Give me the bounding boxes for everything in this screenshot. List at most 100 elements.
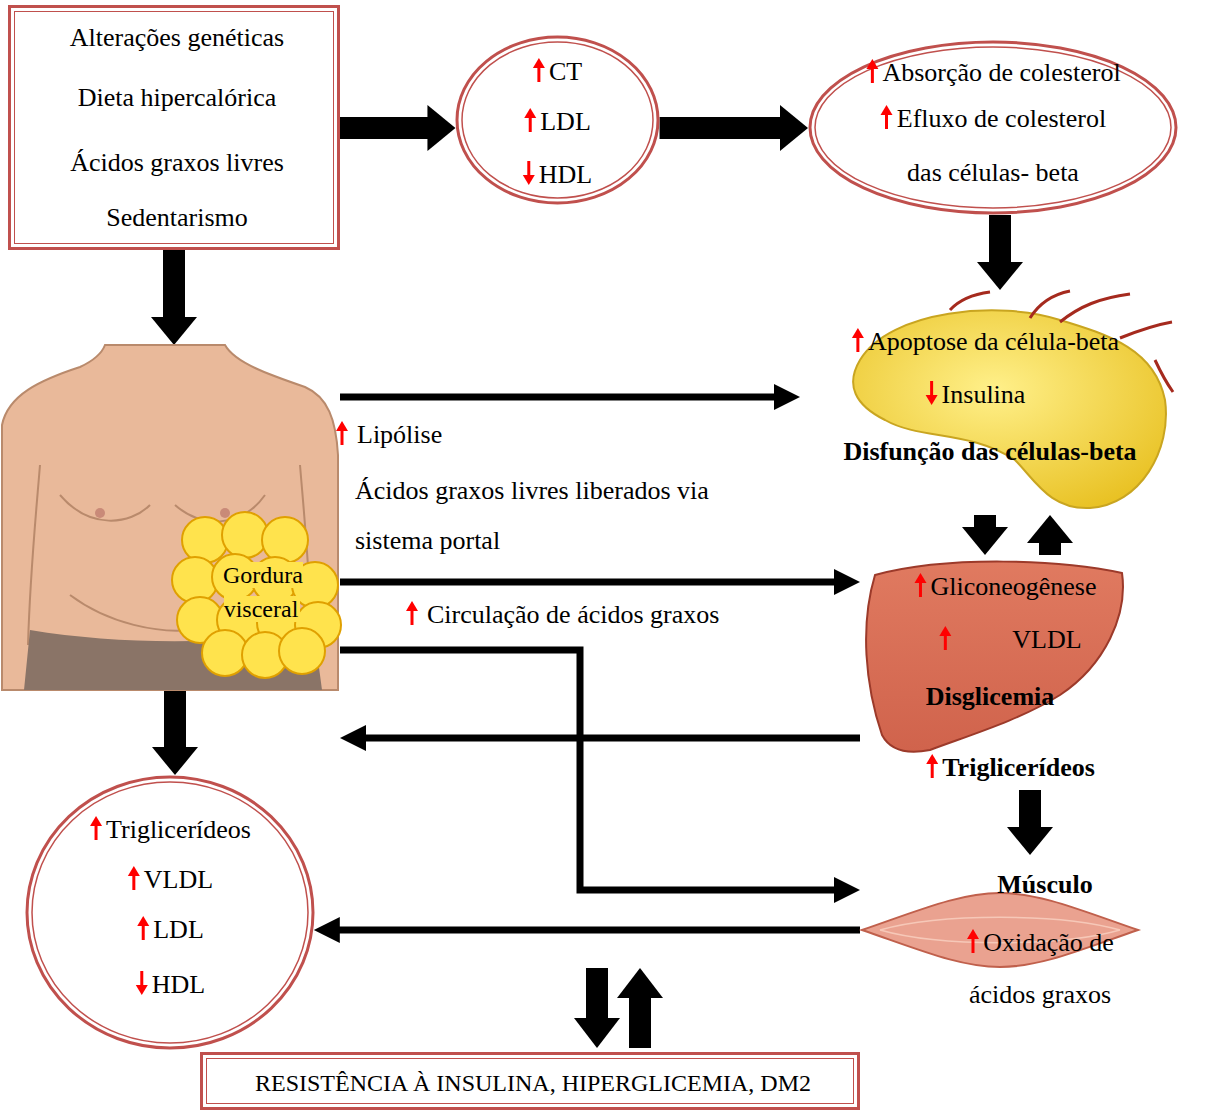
- connector-arrow: [340, 650, 860, 903]
- connector-line: [660, 117, 782, 139]
- text: Alterações genéticas: [70, 23, 284, 52]
- increase-arrow: [851, 328, 865, 352]
- node-text: Dieta hipercalórica: [78, 83, 277, 113]
- pancreas-figure: Apoptose da célula-betaInsulinaDisfunção…: [800, 290, 1175, 515]
- arrowhead: [1027, 515, 1073, 543]
- connector-line: [1019, 790, 1041, 829]
- edge-label: Circulação de ácidos graxos: [405, 600, 719, 630]
- connector-line: [364, 735, 860, 742]
- edge-label: Lipólise: [335, 420, 442, 450]
- connector-arrow: [314, 917, 860, 943]
- text: Efluxo de colesterol das células- beta: [897, 104, 1106, 187]
- node-text: Disfunção das células-beta: [843, 437, 1136, 467]
- connector-line: [340, 394, 776, 401]
- text: Triglicerídeos: [106, 815, 251, 844]
- node-text: HDL: [135, 970, 205, 1000]
- increase-arrow: [532, 58, 546, 82]
- connector-line: [340, 650, 836, 890]
- text: Disfunção das células-beta: [843, 437, 1136, 466]
- arrowhead: [152, 747, 198, 775]
- connector-line: [974, 515, 996, 529]
- node-text: HDL: [522, 160, 592, 190]
- connector-line: [164, 690, 186, 749]
- lipid-ellipse: CT LDL HDL: [455, 35, 660, 205]
- connector-arrow: [962, 515, 1008, 555]
- node-text: Gordura visceral: [206, 558, 318, 626]
- text: Absorção de colesterol: [882, 58, 1120, 87]
- person-figure: Gordura visceral: [0, 345, 340, 690]
- increase-arrow: [335, 421, 349, 445]
- text: RESISTÊNCIA À INSULINA, HIPERGLICEMIA, D…: [255, 1070, 811, 1096]
- increase-arrow: [405, 601, 419, 625]
- node-text: Triglicerídeos: [925, 753, 1095, 783]
- connector-arrow: [340, 384, 800, 410]
- connector-arrow: [151, 250, 197, 345]
- increase-arrow: [938, 626, 952, 650]
- arrowhead: [774, 384, 800, 410]
- arrowhead: [780, 105, 808, 151]
- increase-arrow: [127, 866, 141, 890]
- connector-line: [338, 927, 860, 934]
- text: CT: [549, 57, 582, 86]
- text: Gordura visceral: [221, 562, 303, 622]
- connector-line: [989, 215, 1011, 264]
- text: Gliconeogênese: [930, 572, 1096, 601]
- connector-arrow: [152, 690, 198, 775]
- increase-arrow: [880, 105, 894, 129]
- lipid-ellipse: TriglicerídeosVLDL LDL HDL: [25, 775, 315, 1050]
- connector-arrow: [977, 215, 1023, 290]
- node-text: Oxidação de ácidos graxos: [945, 917, 1135, 1021]
- node-text: VLDL: [127, 865, 213, 895]
- increase-arrow: [913, 573, 927, 597]
- connector-arrow: [340, 105, 455, 151]
- text: Disglicemia: [926, 682, 1055, 711]
- node-text: Insulina: [925, 380, 1026, 410]
- increase-arrow: [136, 916, 150, 940]
- decrease-arrow: [522, 161, 536, 185]
- node-text: Gliconeogênese: [913, 572, 1096, 602]
- arrowhead: [340, 725, 366, 751]
- node-text: LDL: [523, 107, 591, 137]
- connector-line: [163, 250, 185, 319]
- cholesterol-ellipse: Absorção de colesterolEfluxo de colester…: [808, 40, 1178, 215]
- decrease-arrow: [135, 971, 149, 995]
- connector-line: [340, 579, 836, 586]
- edge-label: Ácidos graxos livres liberados via siste…: [355, 466, 755, 566]
- text: Oxidação de ácidos graxos: [969, 928, 1114, 1009]
- connector-arrow: [340, 569, 860, 595]
- node-text: Apoptose da célula-beta: [851, 327, 1119, 357]
- increase-arrow: [865, 59, 879, 83]
- text: HDL: [539, 160, 592, 189]
- text: VLDL: [1012, 625, 1081, 654]
- connector-arrow: [340, 725, 860, 751]
- arrowhead: [962, 527, 1008, 555]
- text: Insulina: [942, 380, 1026, 409]
- arrowhead: [834, 569, 860, 595]
- node-text: Sedentarismo: [106, 203, 248, 233]
- outcome-box: RESISTÊNCIA À INSULINA, HIPERGLICEMIA, D…: [200, 1052, 860, 1110]
- increase-arrow: [89, 816, 103, 840]
- arrowhead: [834, 877, 860, 903]
- block-arrow-up: [617, 968, 663, 1048]
- node-text: Músculo: [997, 870, 1092, 900]
- text: Ácidos graxos livres: [70, 148, 284, 177]
- text: HDL: [152, 970, 205, 999]
- connector-arrow: [660, 105, 808, 151]
- text: Triglicerídeos: [942, 753, 1095, 782]
- decrease-arrow: [925, 381, 939, 405]
- increase-arrow: [966, 929, 980, 953]
- connector-arrow: [1007, 790, 1053, 855]
- label-text: Ácidos graxos livres liberados via siste…: [355, 476, 709, 555]
- label-text: Circulação de ácidos graxos: [427, 600, 719, 629]
- node-text: RESISTÊNCIA À INSULINA, HIPERGLICEMIA, D…: [255, 1069, 811, 1097]
- text: Sedentarismo: [106, 203, 248, 232]
- label-text: Lipólise: [357, 420, 442, 449]
- text: LDL: [153, 915, 204, 944]
- person-illustration: [0, 345, 340, 690]
- text: Dieta hipercalórica: [78, 83, 277, 112]
- arrowhead: [427, 105, 455, 151]
- text: Músculo: [997, 870, 1092, 899]
- increase-arrow: [925, 754, 939, 778]
- arrowhead: [1007, 827, 1053, 855]
